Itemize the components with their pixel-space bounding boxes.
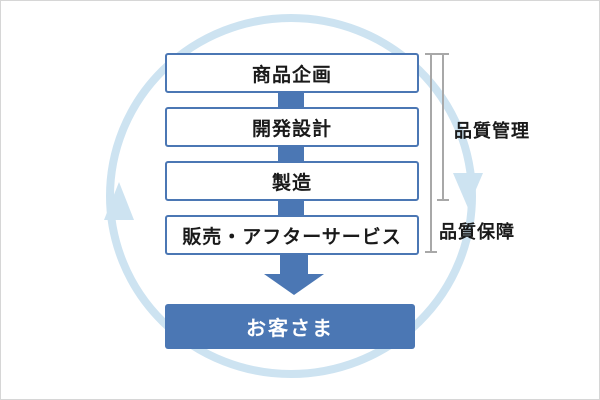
cycle-arrowhead-up-icon <box>104 182 134 220</box>
step-connector-icon <box>278 91 304 109</box>
quality-assurance-label: 品質保障 <box>439 222 515 243</box>
quality-control-bracket <box>437 53 449 201</box>
arrow-down-head <box>264 274 324 295</box>
bracket-stem <box>442 53 444 201</box>
bracket-stem <box>430 53 432 253</box>
flow-step-label: 販売・アフターサービス <box>182 225 402 248</box>
flow-step-label: 開発設計 <box>251 117 332 140</box>
step-connector-icon <box>278 199 304 217</box>
bracket-cap <box>425 251 437 253</box>
quality-control-label: 品質管理 <box>454 121 530 142</box>
flow-step-sales-after-service: 販売・アフターサービス <box>165 215 419 255</box>
step-connector-icon <box>278 145 304 163</box>
cycle-arrowhead-down-icon <box>453 173 483 208</box>
quality-assurance-bracket <box>425 53 437 253</box>
flow-step-product-planning: 商品企画 <box>165 53 419 93</box>
bracket-cap <box>437 199 449 201</box>
customer-label: お客さま <box>246 316 334 340</box>
arrow-down-icon <box>264 253 324 295</box>
flow-step-label: 製造 <box>271 171 312 194</box>
arrow-down-shaft <box>280 253 308 274</box>
flow-step-label: 商品企画 <box>251 63 332 86</box>
flow-step-manufacturing: 製造 <box>165 161 419 201</box>
flow-step-development-design: 開発設計 <box>165 107 419 147</box>
customer-box: お客さま <box>165 304 415 349</box>
